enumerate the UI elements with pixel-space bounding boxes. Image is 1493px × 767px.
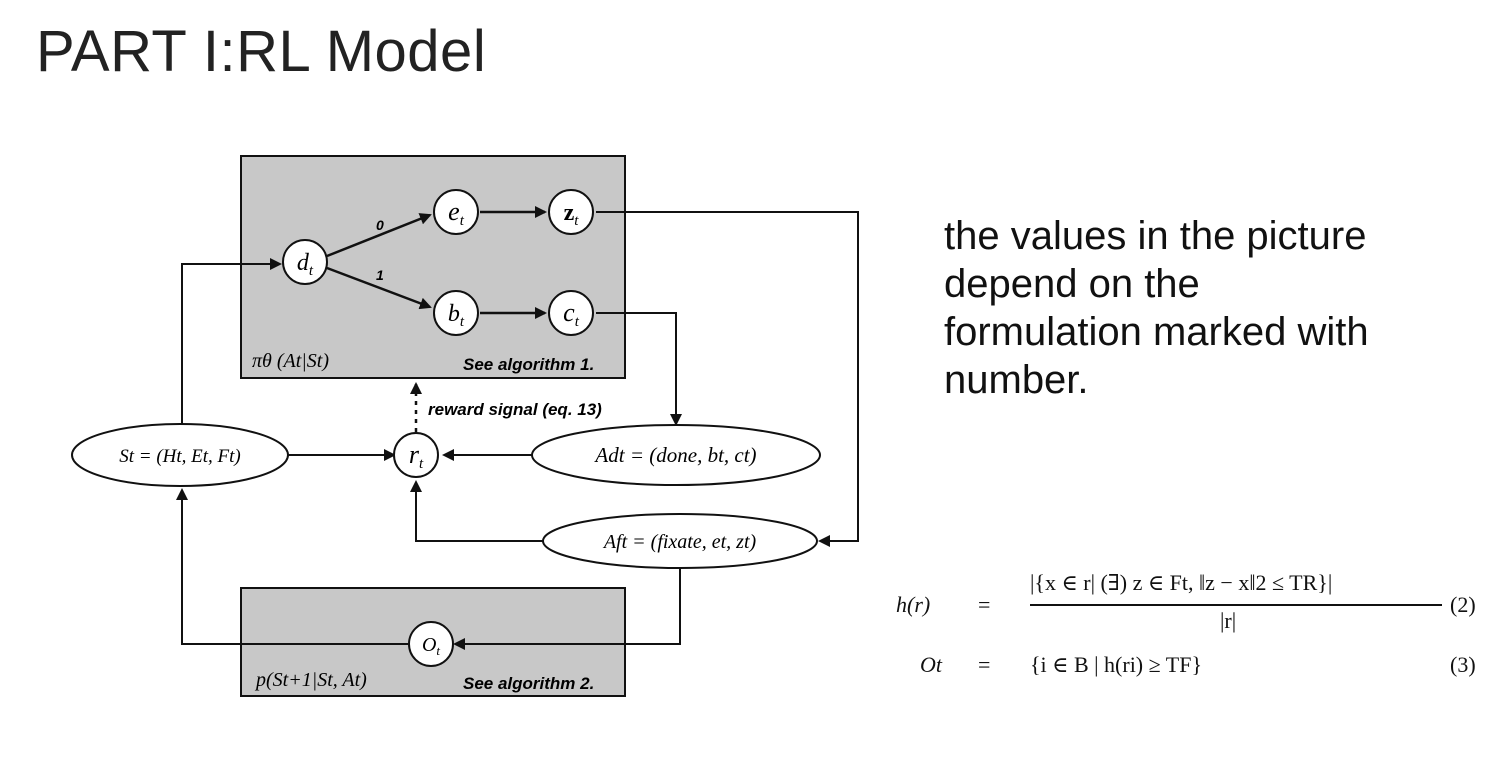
- edge-fixate-r: [410, 480, 543, 542]
- edge-d-e: [326, 213, 432, 258]
- eq3-rhs: {i ∈ B | h(ri) ≥ TF}: [1030, 652, 1203, 677]
- action-fixate-ellipse: [542, 513, 818, 569]
- action-done-label: Adt = (done, bt, ct): [593, 443, 756, 467]
- edge-fixate-o: [453, 563, 681, 650]
- node-b: [433, 290, 479, 336]
- eq3-lhs: Ot: [920, 652, 942, 677]
- eq3-number: (3): [1450, 652, 1476, 677]
- policy-formula: πθ (At|St): [252, 350, 329, 372]
- edge-o-state: [176, 488, 408, 645]
- action-done-ellipse: [531, 424, 821, 486]
- caption: the values in the picture depend on the …: [944, 212, 1464, 404]
- node-d-label: dt: [297, 250, 314, 279]
- edge-state-d: [181, 258, 282, 424]
- node-r: [393, 432, 439, 478]
- branch-0-label: 0: [376, 217, 384, 233]
- eq3-op: =: [978, 652, 991, 677]
- edge-d-b: [326, 266, 432, 310]
- node-r-label: rt: [409, 440, 424, 472]
- caption-line-3: formulation marked with: [944, 310, 1369, 354]
- reward-signal-label: reward signal (eq. 13): [428, 400, 602, 419]
- rl-model-diagram: dt et zt bt ct rt Ot 0 1 reward signal (…: [71, 155, 859, 697]
- node-o-label: Ot: [422, 634, 440, 658]
- node-z-label: zt: [564, 200, 580, 229]
- eq2-fraction-bar: [1030, 604, 1442, 606]
- caption-line-1: the values in the picture: [944, 214, 1367, 258]
- eq2-number: (2): [1450, 592, 1476, 617]
- edge-c-action-done: [596, 312, 682, 426]
- node-d: [282, 239, 328, 285]
- slide-title: PART I:RL Model: [36, 19, 487, 84]
- caption-line-2: depend on the: [944, 262, 1200, 306]
- node-z: [548, 189, 594, 235]
- eq2-lhs: h(r): [896, 592, 931, 617]
- node-o: [408, 621, 454, 667]
- node-e: [433, 189, 479, 235]
- node-e-label: et: [448, 197, 465, 229]
- caption-line-4: number.: [944, 358, 1089, 402]
- action-fixate-label: Aft = (fixate, et, zt): [602, 531, 757, 553]
- edge-z-action-fixate: [596, 211, 859, 547]
- transition-note: See algorithm 2.: [463, 674, 594, 693]
- node-b-label: bt: [448, 301, 465, 330]
- eq2-numerator: |{x ∈ r| (∃) z ∈ Ft, ‖z − x‖2 ≤ TR}|: [1030, 570, 1333, 595]
- state-ellipse: [71, 423, 289, 487]
- policy-note: See algorithm 1.: [463, 355, 594, 374]
- node-c: [548, 290, 594, 336]
- state-label: St = (Ht, Et, Ft): [119, 446, 241, 467]
- eq2-denominator: |r|: [1220, 608, 1237, 633]
- node-c-label: ct: [563, 298, 580, 330]
- eq2-op: =: [978, 592, 991, 617]
- transition-formula: p(St+1|St, At): [254, 669, 367, 691]
- branch-1-label: 1: [376, 267, 384, 283]
